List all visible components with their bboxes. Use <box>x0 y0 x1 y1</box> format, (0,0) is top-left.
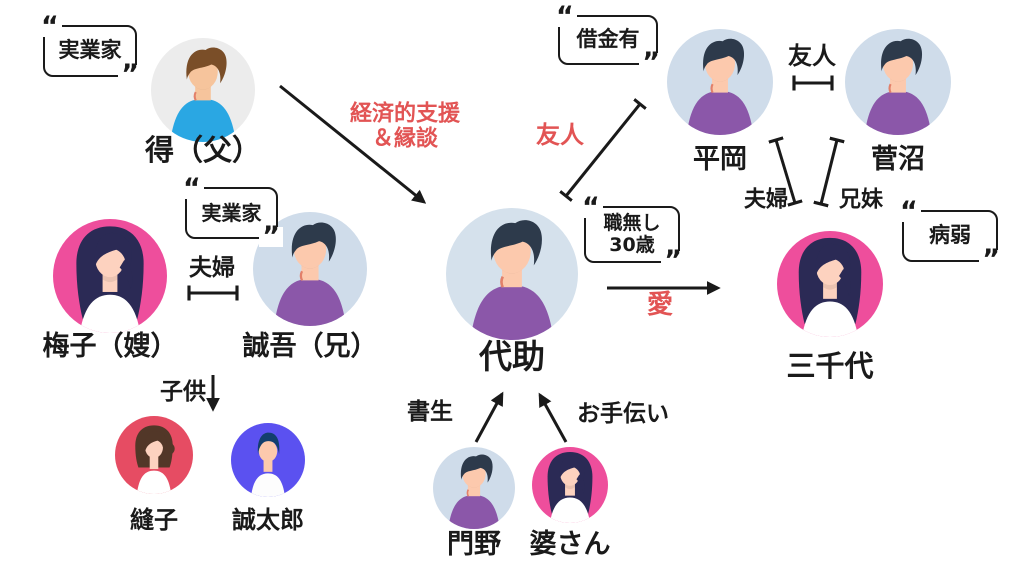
line-suganuma-michiyo <box>813 136 845 208</box>
person-name-suganuma: 菅沼 <box>871 144 925 175</box>
label-helper-basan: お手伝い <box>577 400 669 427</box>
person-toku: 得（父） <box>145 38 261 165</box>
person-basan: 婆さん <box>530 447 611 559</box>
label-love-daisuke-michiyo: 愛 <box>646 290 674 321</box>
badge-daisuke-line2: 30歳 <box>609 233 655 256</box>
label-friend-hiraoka-suganuma: 友人 <box>788 42 836 71</box>
close-quote-icon: ” <box>259 223 283 250</box>
person-name-hiraoka: 平岡 <box>693 144 747 175</box>
person-name-seitaro: 誠太郎 <box>232 506 304 534</box>
open-quote-icon: “ <box>897 198 921 225</box>
person-daisuke: 代助 <box>446 208 578 374</box>
label-economic-support-line2: ＆縁談 <box>371 127 439 152</box>
open-quote-icon: “ <box>553 3 577 30</box>
line-daisuke-hiraoka <box>559 98 647 202</box>
person-name-daisuke: 代助 <box>479 337 545 376</box>
avatar-nuiko <box>115 416 193 494</box>
person-name-basan: 婆さん <box>529 529 611 560</box>
open-quote-icon: “ <box>180 175 204 202</box>
badge-hiraoka-text: 借金有 <box>576 27 640 52</box>
person-suganuma: 菅沼 <box>845 29 951 174</box>
person-nuiko: 縫子 <box>115 416 193 533</box>
avatar-hiraoka <box>667 29 773 135</box>
avatar-toku <box>151 38 255 142</box>
label-siblings-suganuma-michiyo: 兄妹 <box>838 187 884 213</box>
person-hiraoka: 平岡 <box>667 29 773 174</box>
close-quote-icon: ” <box>979 246 1003 273</box>
badge-hiraoka-debt: “ 借金有 ” <box>553 3 663 76</box>
label-couple-hiraoka-michiyo: 夫婦 <box>743 187 789 213</box>
close-quote-icon: ” <box>118 61 142 88</box>
avatar-suganuma <box>845 29 951 135</box>
person-seitaro: 誠太郎 <box>231 423 305 533</box>
open-quote-icon: “ <box>579 194 603 221</box>
badge-daisuke-jobless: “ 職無し 30歳 ” <box>579 194 685 274</box>
label-couple-umeko-seigo: 夫婦 <box>189 254 235 281</box>
label-economic-support-line1: 経済的支援 <box>349 101 461 127</box>
badge-toku-businessman: “ 実業家 ” <box>38 13 142 88</box>
avatar-kadono <box>433 447 515 529</box>
label-houseboy-kadono: 書生 <box>407 398 453 425</box>
person-name-seigo: 誠吾（兄） <box>242 331 378 362</box>
person-name-kadono: 門野 <box>447 529 501 560</box>
person-umeko: 梅子（嫂） <box>43 219 178 361</box>
avatar-daisuke <box>446 208 578 340</box>
label-children: 子供 <box>160 378 206 405</box>
avatar-basan <box>532 447 608 523</box>
badge-michiyo-sickly: “ 病弱 ” <box>897 198 1003 273</box>
badge-seigo-text: 実業家 <box>201 200 262 225</box>
person-kadono: 門野 <box>433 447 515 559</box>
person-michiyo: 三千代 <box>777 231 883 381</box>
open-quote-icon: “ <box>38 13 62 40</box>
person-name-umeko: 梅子（嫂） <box>42 331 178 362</box>
person-name-michiyo: 三千代 <box>786 349 874 383</box>
arrow-basan-to-daisuke <box>538 392 568 443</box>
badge-seigo-businessman: “ 実業家 ” <box>180 175 283 250</box>
badge-michiyo-text: 病弱 <box>929 223 971 248</box>
person-name-nuiko: 縫子 <box>130 506 178 534</box>
close-quote-icon: ” <box>639 49 663 76</box>
avatar-umeko <box>53 219 167 333</box>
badge-toku-text: 実業家 <box>58 38 122 63</box>
close-quote-icon: ” <box>661 247 685 274</box>
label-economic-support: 経済的支援 ＆縁談 <box>350 102 460 153</box>
arrow-kadono-to-daisuke <box>474 391 504 443</box>
avatar-michiyo <box>777 231 883 337</box>
badge-daisuke-line1: 職無し <box>603 212 661 235</box>
person-name-toku: 得（父） <box>144 133 262 167</box>
avatar-seitaro <box>231 423 305 497</box>
label-friend-daisuke-hiraoka: 友人 <box>536 121 584 150</box>
